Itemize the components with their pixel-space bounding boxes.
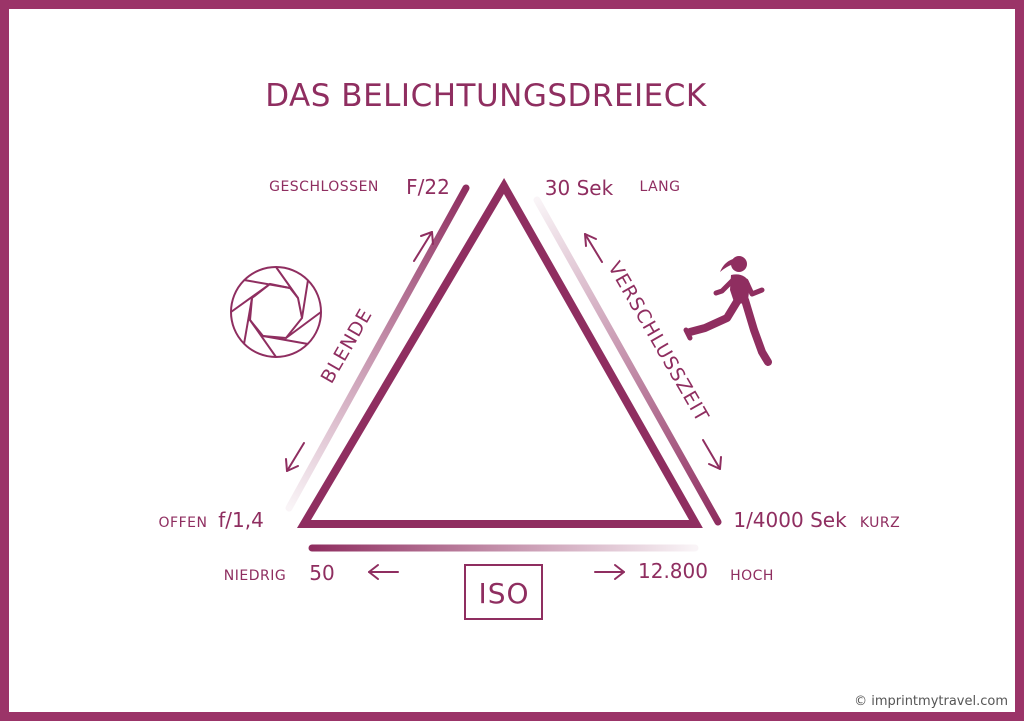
iso-left-arrow-icon bbox=[368, 564, 399, 580]
shutter-down-arrow-icon bbox=[702, 439, 722, 470]
aperture-closed-label: GESCHLOSSEN bbox=[269, 179, 379, 195]
aperture-gradient-bar bbox=[285, 184, 470, 512]
copyright-text: © imprintmytravel.com bbox=[854, 694, 1008, 709]
shutter-long-label: LANG bbox=[639, 179, 680, 195]
page-title: DAS BELICHTUNGSDREIECK bbox=[265, 78, 707, 114]
aperture-down-arrow-icon bbox=[285, 442, 305, 472]
aperture-open-value: f/1,4 bbox=[218, 508, 264, 532]
runner-icon bbox=[683, 256, 772, 366]
iso-axis-label: ISO bbox=[478, 577, 529, 610]
aperture-up-arrow-icon bbox=[413, 231, 434, 262]
iso-high-value: 12.800 bbox=[638, 559, 708, 583]
exposure-triangle bbox=[296, 178, 703, 528]
aperture-icon bbox=[230, 266, 322, 358]
aperture-open-label: OFFEN bbox=[159, 515, 208, 531]
shutter-up-arrow-icon bbox=[584, 233, 603, 263]
iso-box bbox=[464, 564, 543, 620]
iso-high-label: HOCH bbox=[730, 568, 774, 584]
iso-low-value: 50 bbox=[309, 561, 334, 585]
shutter-short-value: 1/4000 Sek bbox=[733, 508, 847, 532]
iso-low-label: NIEDRIG bbox=[224, 568, 286, 584]
iso-right-arrow-icon bbox=[594, 564, 625, 580]
aperture-closed-value: F/22 bbox=[406, 175, 450, 199]
shutter-gradient-bar bbox=[533, 196, 722, 526]
shutter-long-value: 30 Sek bbox=[545, 176, 614, 200]
aperture-axis-label: BLENDE bbox=[317, 305, 377, 387]
shutter-short-label: KURZ bbox=[860, 515, 900, 531]
